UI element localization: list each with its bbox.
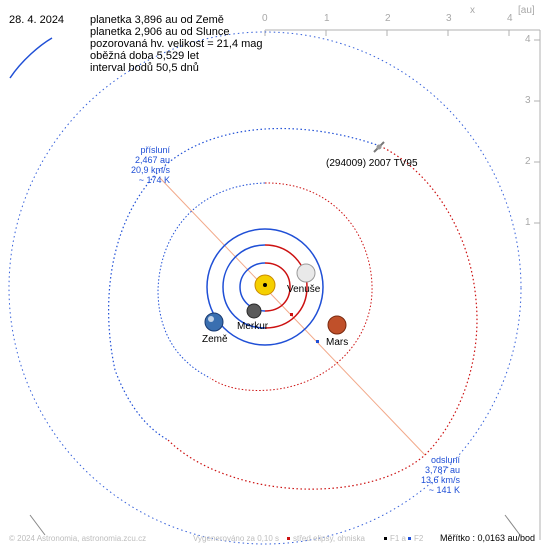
outer-orbit <box>8 31 522 545</box>
generated-time: Vygenerováno za 0,10 s <box>193 534 279 543</box>
y-tick-1: 1 <box>525 217 531 228</box>
x-tick-1: 1 <box>324 13 330 24</box>
aphelion-title: odsluní <box>430 455 460 465</box>
asteroid-icon <box>373 141 385 153</box>
copyright: © 2024 Astronomia, astronomia.zcu.cz <box>9 534 147 543</box>
perihelion-temp: ~ 174 K <box>138 175 170 185</box>
apsides-line <box>159 177 426 456</box>
aphelion-speed: 13,6 km/s <box>420 475 460 485</box>
x-tick-2: 2 <box>385 13 391 24</box>
asteroid-orbit-red <box>167 145 478 490</box>
earth-planet <box>204 312 224 332</box>
legend-center: střed elipsy, ohniska <box>293 534 365 543</box>
y-tick-3: 3 <box>525 95 531 106</box>
aphelion-annotation: odsluní 3,787 au 13,6 km/s ~ 141 K <box>408 455 460 495</box>
center-marker <box>290 313 293 316</box>
mars-label: Mars <box>326 337 349 348</box>
focus-marker <box>316 340 319 343</box>
mars-planet <box>327 315 347 335</box>
asteroid-orbit-blue <box>108 128 381 441</box>
legend-f1: F1 a <box>390 534 407 543</box>
earth-label: Země <box>202 334 228 345</box>
perihelion-distance: 2,467 au <box>134 155 170 165</box>
perihelion-title: přísluní <box>140 145 170 155</box>
legend-f2: F2 <box>414 534 424 543</box>
x-tick-3: 3 <box>446 13 452 24</box>
date-label: 28. 4. 2024 <box>9 14 65 26</box>
info-line-3: pozorovaná hv. velikost = 21,4 mag <box>90 38 263 50</box>
y-tick-2: 2 <box>525 156 531 167</box>
info-line-4: oběžná doba 5,529 let <box>90 50 199 62</box>
object-label: (294009) 2007 TV95 <box>326 158 418 169</box>
info-line-2: planetka 2,906 au od Slunce <box>90 26 230 38</box>
venus-orbit-blue <box>222 244 266 329</box>
mars-orbit-red <box>209 182 373 391</box>
mercury-planet <box>246 303 262 319</box>
info-line-5: interval bodů 50,5 dnů <box>90 62 199 74</box>
unit-label: [au] <box>518 5 535 16</box>
mars-orbit-blue <box>157 182 266 379</box>
axis-frame <box>264 29 541 540</box>
venus-planet <box>296 263 316 283</box>
mercury-orbit-red <box>264 262 291 312</box>
scale-label: Měřítko : 0,0163 au/bod <box>440 533 536 543</box>
y-tick-4: 4 <box>525 34 531 45</box>
perihelion-speed: 20,9 km/s <box>130 165 170 175</box>
earth-orbit <box>206 228 324 346</box>
aphelion-temp: ~ 141 K <box>428 485 460 495</box>
aphelion-distance: 3,787 au <box>424 465 460 475</box>
x-tick-4: 4 <box>507 13 513 24</box>
venus-orbit-red <box>264 244 308 329</box>
earth-arc-indicator <box>9 37 53 79</box>
info-line-1: planetka 3,896 au od Země <box>90 14 224 26</box>
x-tick-0: 0 <box>262 13 268 24</box>
venus-label: Venuše <box>287 284 321 295</box>
mercury-label: Merkur <box>237 321 269 332</box>
x-label: x <box>470 5 475 16</box>
perihelion-annotation: přísluní 2,467 au 20,9 km/s ~ 174 K <box>118 145 170 185</box>
